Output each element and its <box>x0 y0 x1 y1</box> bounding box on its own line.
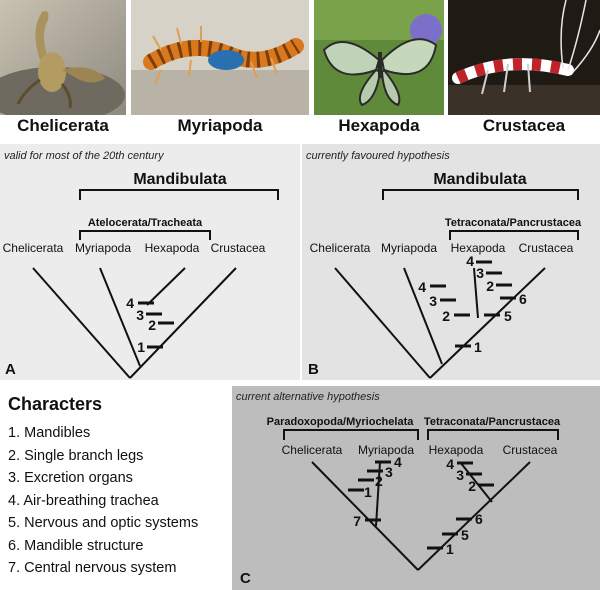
characters-title: Characters <box>8 394 103 414</box>
character-item: 6. Mandible structure <box>8 537 144 554</box>
photo-label-myriapoda: Myriapoda <box>177 116 263 135</box>
character-item: 4. Air-breathing trachea <box>8 492 159 509</box>
photo-label-hexapoda: Hexapoda <box>338 116 420 135</box>
panel-c <box>232 386 600 590</box>
panel-c-caption: current alternative hypothesis <box>236 391 380 403</box>
character-item: 3. Excretion organs <box>8 470 133 486</box>
panel-a <box>0 144 300 380</box>
character-item: 2. Single branch legs <box>8 447 144 464</box>
photo-myriapoda <box>131 0 309 115</box>
panel-b-caption: currently favoured hypothesis <box>306 150 450 162</box>
photo-label-crustacea: Crustacea <box>482 116 566 135</box>
character-item: 7. Central nervous system <box>8 560 177 576</box>
panel-b <box>302 144 600 380</box>
characters-list: 1. Mandibles 2. Single branch legs 3. Ex… <box>8 422 198 580</box>
photo-chelicerata <box>0 0 126 115</box>
photo-hexapoda <box>314 0 444 115</box>
character-item: 1. Mandibles <box>8 425 91 441</box>
panel-a-caption: valid for most of the 20th century <box>4 150 164 162</box>
photo-label-chelicerata: Chelicerata <box>17 116 109 135</box>
character-item: 5. Nervous and optic systems <box>8 515 199 531</box>
characters-legend: Characters 1. Mandibles 2. Single branch… <box>8 394 198 580</box>
photo-crustacea <box>448 0 600 115</box>
